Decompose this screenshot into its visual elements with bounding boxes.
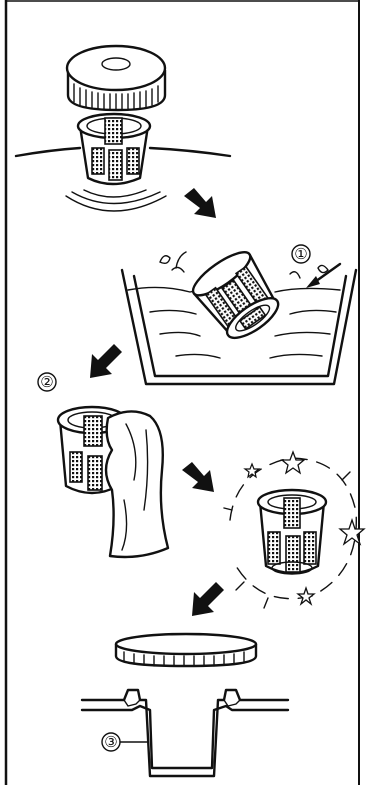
- wash-basin-icon: [120, 268, 358, 386]
- arrow-icon-1: [184, 188, 216, 218]
- cloth-icon: [104, 410, 170, 559]
- sparkle-icon-3: [296, 585, 316, 606]
- arrow-icon-4: [192, 582, 224, 616]
- sparkle-icon-1: [280, 450, 306, 475]
- sparkle-icon-2: [338, 517, 366, 546]
- step-1-label: ①: [291, 244, 311, 264]
- water-splash-right: [289, 264, 329, 279]
- pipe-fitting-icon: [80, 688, 290, 778]
- arrow-icon-2: [90, 344, 122, 378]
- filter-basket-washing-icon: [191, 251, 280, 340]
- step-3-label: ③: [101, 732, 149, 752]
- page-frame: [4, 0, 360, 785]
- step-3-text: ③: [104, 733, 117, 751]
- arrow-icon-3: [182, 462, 214, 492]
- cap-top-icon: [65, 44, 167, 112]
- tub-rim-lines: [14, 146, 232, 212]
- pointer-arrow-icon: [306, 262, 342, 288]
- step-1-text: ①: [294, 245, 307, 263]
- step-2-label: ②: [37, 372, 57, 392]
- sparkle-ring: [223, 457, 357, 609]
- cap-bottom-icon: [114, 632, 258, 668]
- filter-basket-top-icon: [76, 112, 152, 186]
- step-2-text: ②: [40, 373, 53, 391]
- clean-filter-icon: [256, 488, 328, 575]
- water-splash-left: [159, 251, 187, 273]
- sparkle-icon-4: [243, 462, 261, 479]
